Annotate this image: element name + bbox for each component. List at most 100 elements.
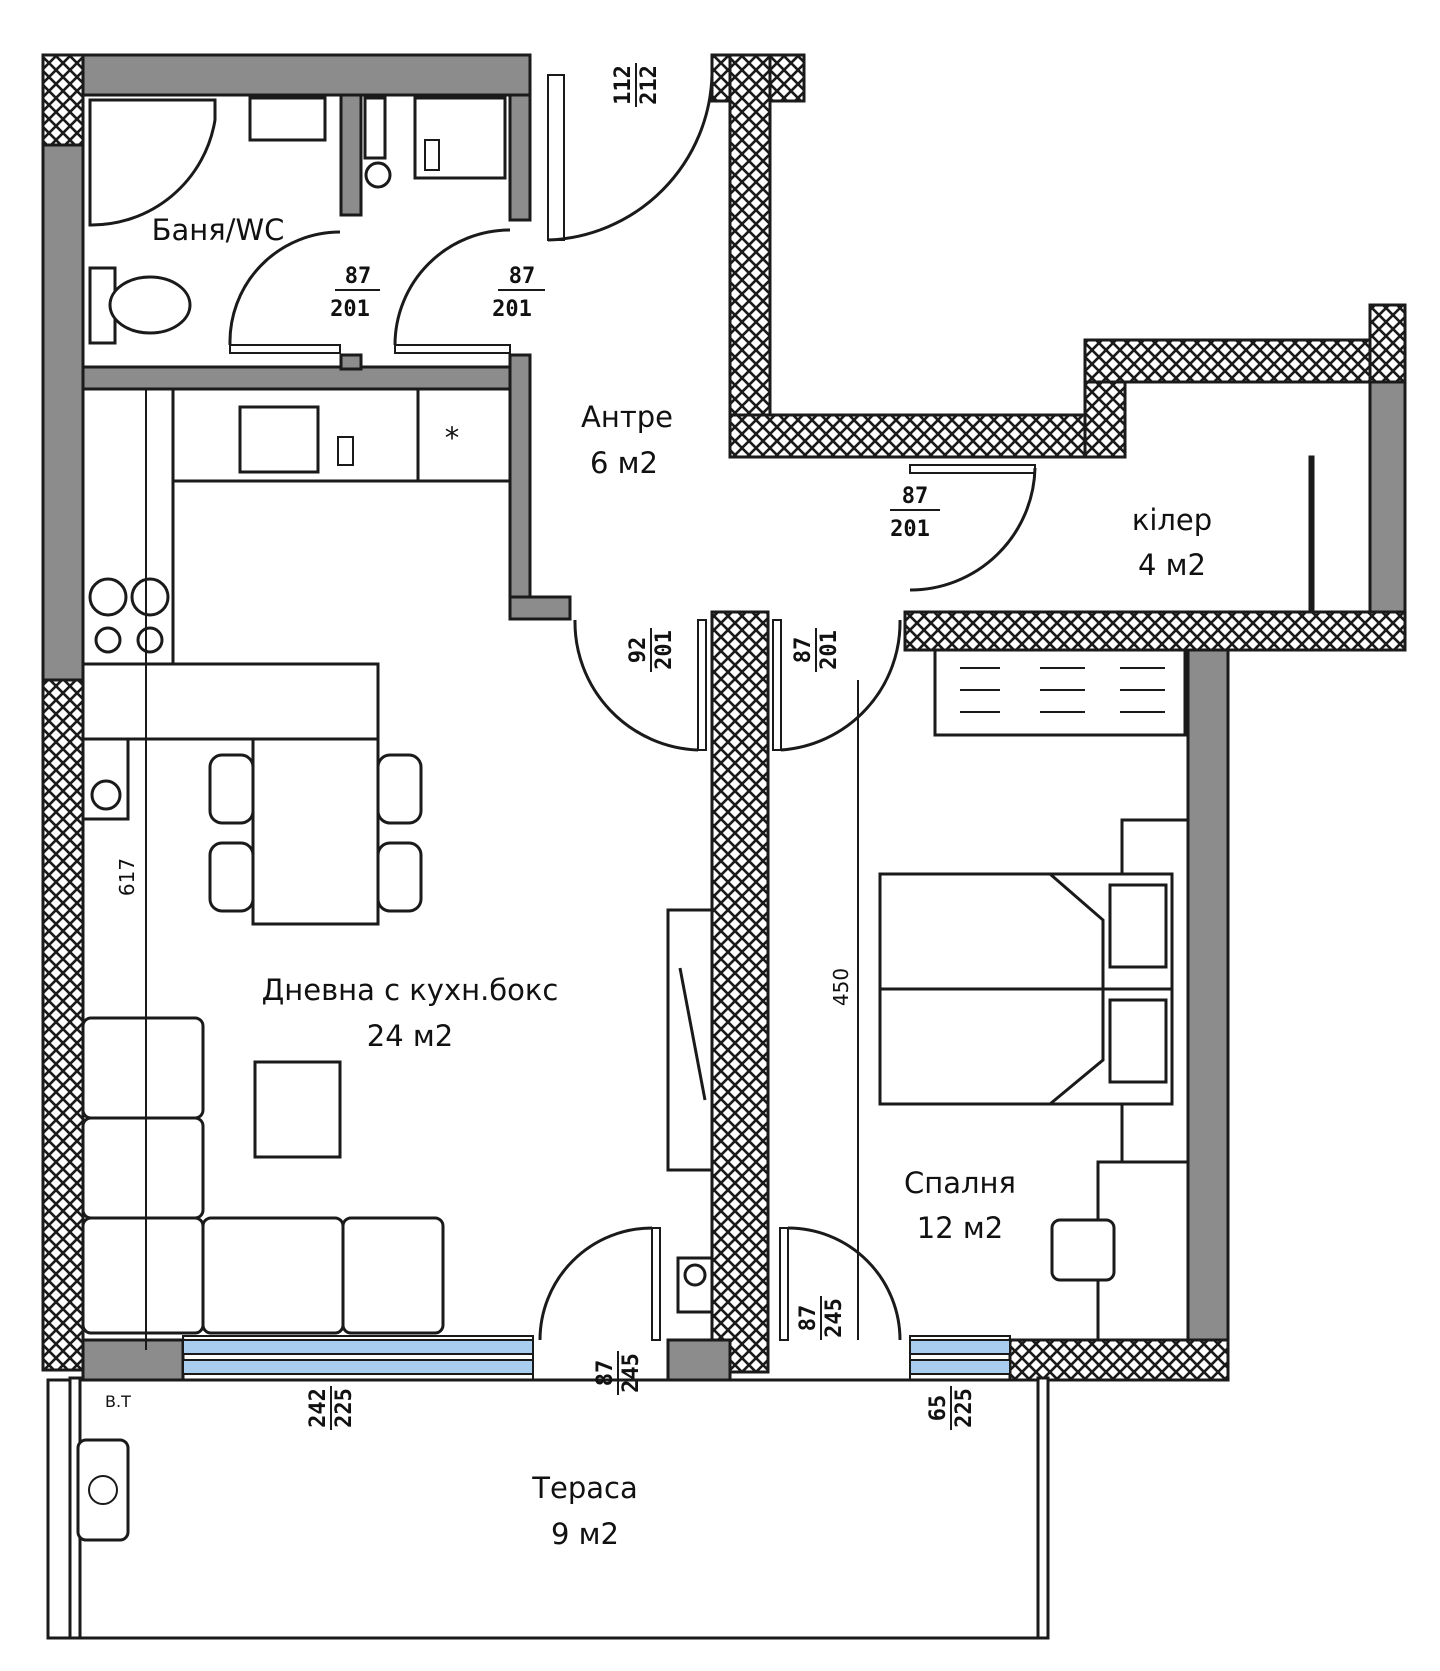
entrance-door-leaf bbox=[547, 74, 565, 241]
fridge-mark: * bbox=[445, 421, 460, 455]
chair-right-1 bbox=[376, 753, 423, 825]
wall-left-hatch-lower bbox=[41, 678, 85, 1372]
svg-text:201: 201 bbox=[890, 517, 930, 542]
living-window-dim: 242 225 bbox=[306, 1386, 357, 1430]
bedroom-door-leaf bbox=[772, 619, 782, 751]
wall-storage-top-right bbox=[1368, 303, 1407, 387]
living-terrace-door-arc bbox=[538, 1226, 653, 1341]
bath-sink bbox=[248, 96, 327, 142]
living-terrace-door-leaf bbox=[651, 1227, 661, 1341]
stove-burner-4 bbox=[136, 626, 164, 654]
wardrobe-hanger-2 bbox=[1040, 667, 1085, 713]
bath-door-dim: 87 201 bbox=[330, 264, 380, 322]
fridge bbox=[416, 387, 512, 483]
storage-shelf-line bbox=[1308, 455, 1315, 614]
dimension-lines bbox=[145, 389, 859, 1350]
sofa-seat-4 bbox=[201, 1216, 345, 1335]
sofa-seat-5 bbox=[341, 1216, 445, 1335]
living-door-leaf bbox=[697, 619, 707, 751]
wall-bath-wc-upper bbox=[339, 93, 363, 217]
wc-door-leaf bbox=[394, 344, 511, 354]
svg-text:112: 112 bbox=[611, 65, 636, 105]
bedroom-terrace-door-dim: 87 245 bbox=[796, 1296, 847, 1340]
sofa-seat-3 bbox=[81, 1216, 205, 1335]
bedroom-door-arc bbox=[780, 619, 902, 752]
chair-right-2 bbox=[376, 841, 423, 913]
wall-bottom-left bbox=[81, 1338, 185, 1382]
room-hall-area: 6 м2 bbox=[590, 446, 658, 480]
wall-living-bedroom bbox=[710, 610, 770, 1374]
living-length-label: 617 bbox=[115, 858, 139, 896]
svg-text:87: 87 bbox=[902, 484, 929, 509]
dining-table bbox=[251, 737, 380, 926]
dimension-labels: 112 212 87 201 87 201 87 201 92 201 87 2… bbox=[115, 63, 977, 1430]
wall-entrance-vertical bbox=[728, 53, 772, 457]
svg-text:201: 201 bbox=[492, 297, 532, 322]
wardrobe bbox=[933, 648, 1187, 737]
tv-screen bbox=[678, 967, 707, 1101]
kitchen-tap bbox=[337, 436, 354, 466]
room-storage-name: кiлер bbox=[1132, 503, 1212, 537]
room-labels: Баня/WC Антре 6 м2 кiлер 4 м2 Дневна с к… bbox=[152, 213, 1213, 1551]
wall-bath-wc-stub bbox=[339, 353, 363, 371]
storage-door-leaf bbox=[909, 464, 1036, 474]
windows bbox=[182, 74, 1011, 1381]
living-furniture bbox=[81, 908, 714, 1335]
kitchen-counter-left bbox=[81, 387, 175, 666]
bedroom-terrace-door-leaf bbox=[779, 1227, 789, 1341]
svg-text:87: 87 bbox=[509, 264, 536, 289]
stove-burner-1 bbox=[88, 577, 128, 617]
shower-tray bbox=[88, 98, 217, 227]
wall-left-grey bbox=[41, 143, 85, 682]
wc-tank bbox=[363, 96, 387, 160]
dining bbox=[208, 737, 423, 926]
bedroom-terrace-door-arc bbox=[787, 1226, 902, 1341]
bath-fixtures bbox=[88, 96, 507, 345]
desk-chair bbox=[1050, 1218, 1116, 1282]
bath-door-arc bbox=[228, 230, 341, 346]
svg-text:201: 201 bbox=[330, 297, 370, 322]
oven-knob bbox=[90, 779, 122, 811]
living-door-dim: 92 201 bbox=[626, 628, 677, 672]
svg-text:201: 201 bbox=[817, 630, 842, 670]
terrace-outline bbox=[46, 1378, 1050, 1640]
washing-machine-door bbox=[424, 139, 440, 171]
stove-burner-2 bbox=[130, 577, 170, 617]
living-bin-icon bbox=[683, 1263, 707, 1287]
room-storage-area: 4 м2 bbox=[1138, 548, 1206, 582]
wc-door-arc bbox=[393, 228, 511, 346]
bedroom-furniture bbox=[878, 648, 1190, 1342]
svg-text:87: 87 bbox=[796, 1305, 821, 1332]
room-hall-name: Антре bbox=[581, 400, 673, 434]
bedroom-door-dim: 87 201 bbox=[791, 628, 842, 672]
doors bbox=[228, 74, 1037, 1341]
svg-text:225: 225 bbox=[332, 1388, 357, 1428]
svg-text:225: 225 bbox=[952, 1388, 977, 1428]
bed-covers bbox=[1049, 872, 1105, 1106]
room-bedroom-name: Спалня bbox=[904, 1166, 1016, 1200]
wall-hall-stub bbox=[508, 595, 572, 621]
living-door-arc bbox=[573, 619, 699, 752]
toilet-bowl bbox=[108, 275, 192, 335]
wall-top-bath bbox=[81, 53, 532, 97]
svg-text:87: 87 bbox=[345, 264, 372, 289]
room-bedroom-area: 12 м2 bbox=[917, 1211, 1003, 1245]
wall-hall-left bbox=[508, 353, 532, 613]
svg-text:87: 87 bbox=[791, 637, 816, 664]
wall-left-top-hatch bbox=[41, 53, 85, 147]
bath-door-leaf bbox=[229, 344, 341, 354]
tv-stand bbox=[666, 908, 714, 1172]
washing-machine bbox=[413, 96, 507, 180]
wall-hall-storage-top bbox=[728, 413, 1127, 459]
terrace-right-rail bbox=[1036, 1376, 1050, 1640]
chair-left-1 bbox=[208, 753, 255, 825]
svg-text:242: 242 bbox=[306, 1388, 331, 1428]
wc-door-dim: 87 201 bbox=[492, 264, 545, 322]
chair-left-2 bbox=[208, 841, 255, 913]
sofa-seat-2 bbox=[81, 1116, 205, 1220]
wardrobe-hanger-3 bbox=[1120, 667, 1165, 713]
entrance-door-dim: 112 212 bbox=[611, 63, 662, 107]
svg-text:92: 92 bbox=[626, 637, 651, 664]
storage-door-dim: 87 201 bbox=[890, 484, 940, 542]
wc-bowl bbox=[364, 161, 392, 189]
